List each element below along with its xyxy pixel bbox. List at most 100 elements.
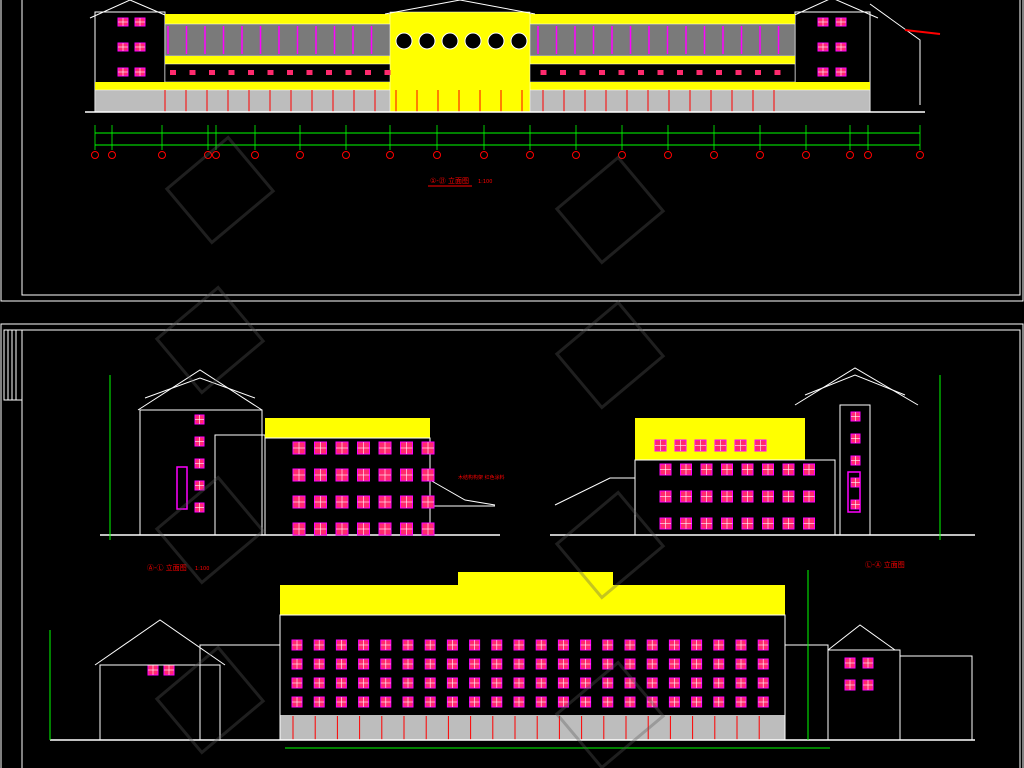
center-round-windows	[395, 32, 528, 50]
axis-bubble	[572, 151, 580, 159]
red-leader	[904, 29, 941, 35]
sheet-1-magenta-pillars	[167, 26, 780, 54]
small-window	[287, 70, 293, 75]
small-window	[774, 70, 781, 75]
small-window	[716, 70, 722, 75]
round-window	[464, 32, 482, 50]
axis-bubble	[342, 151, 350, 159]
small-window	[540, 70, 547, 75]
small-window	[228, 70, 235, 75]
dim-ticks	[94, 125, 921, 150]
round-window	[418, 32, 436, 50]
watermark-glyph	[164, 135, 276, 245]
rear-left-house-roof	[94, 619, 226, 666]
left-side-gable	[137, 369, 263, 411]
small-window	[599, 70, 605, 75]
sheet-2-title-left: Ⓐ-Ⓛ 立面图	[147, 563, 187, 572]
right-side-door	[847, 471, 861, 513]
small-window	[677, 70, 683, 75]
center-block	[389, 11, 531, 113]
far-right-gable	[869, 3, 921, 105]
watermark-glyph	[154, 645, 266, 755]
axis-bubble	[756, 151, 764, 159]
sheet-1-scale: 1:100	[478, 179, 492, 185]
small-window	[209, 70, 215, 75]
round-window	[487, 32, 505, 50]
center-gable	[384, 0, 536, 15]
small-window	[306, 70, 313, 75]
watermark-glyph	[554, 300, 666, 410]
axis-bubble	[864, 151, 872, 159]
sheet-1-outer-frame	[0, 0, 1024, 302]
small-window	[248, 70, 254, 75]
rear-center-roof	[458, 572, 613, 587]
title-block-strip	[3, 329, 23, 401]
axis-bubble	[204, 151, 212, 159]
small-window	[345, 70, 352, 75]
rear-roof-band	[280, 585, 785, 615]
small-window	[735, 70, 742, 75]
axis-bubble	[212, 151, 220, 159]
right-tower-roof	[787, 0, 879, 19]
small-window	[560, 70, 566, 75]
small-window	[365, 70, 371, 75]
sheet-2-title-right: Ⓛ-Ⓐ 立面图	[865, 560, 905, 569]
axis-bubble	[296, 151, 304, 159]
rear-windows	[147, 639, 874, 740]
watermark-glyph	[554, 155, 666, 265]
left-side-elevation	[100, 369, 500, 540]
axis-bubble	[916, 151, 924, 159]
sheet-1-storefront-panels	[164, 90, 775, 112]
small-window	[638, 70, 644, 75]
small-window	[267, 70, 274, 75]
sheet-1-dimensions	[91, 125, 924, 159]
watermark-logo-icon	[154, 135, 666, 768]
rear-storefront	[280, 715, 785, 740]
axis-bubble	[710, 151, 718, 159]
small-window	[170, 70, 176, 75]
axis-bubble	[846, 151, 854, 159]
small-window	[326, 70, 332, 75]
rear-elevation	[49, 570, 975, 749]
axis-bubble	[158, 151, 166, 159]
sheet-1: ①-㉑ 立面图 1:100	[0, 0, 1024, 302]
sheet-1-title: ①-㉑ 立面图	[430, 176, 469, 185]
right-side-tower	[839, 404, 871, 536]
left-side-door	[176, 466, 188, 510]
sheet-2-scale-left: 1:100	[195, 566, 209, 572]
watermark-glyph	[554, 490, 666, 600]
axis-bubble	[526, 151, 534, 159]
rear-right-house-roof	[827, 624, 896, 651]
sheet-1-windows	[117, 17, 847, 77]
axis-bubble	[386, 151, 394, 159]
sheet-1-inner-frame	[21, 0, 1021, 296]
axis-bubble	[91, 151, 99, 159]
axis-bubble	[480, 151, 488, 159]
axis-bubble	[433, 151, 441, 159]
small-window	[755, 70, 761, 75]
left-side-windows	[194, 414, 435, 536]
small-window	[384, 70, 391, 75]
watermark-glyph	[154, 475, 266, 585]
axis-bubble	[618, 151, 626, 159]
small-window	[579, 70, 586, 75]
small-window	[696, 70, 703, 75]
sheet-2-inner-frame	[21, 329, 1021, 768]
round-window	[395, 32, 413, 50]
axis-bubble	[802, 151, 810, 159]
axis-markers	[91, 151, 924, 159]
watermark-glyph	[554, 660, 666, 768]
right-side-windows	[654, 411, 861, 530]
left-side-yellow-roof	[265, 418, 430, 438]
sheet-2-annotation: 木结构构架 红色涂料	[458, 474, 505, 481]
left-tower-roof	[89, 0, 173, 19]
axis-bubble	[108, 151, 116, 159]
right-side-gable	[794, 367, 919, 406]
sheet-2-outer-frame	[0, 323, 1024, 768]
small-window	[618, 70, 625, 75]
sheet-2: Ⓐ-Ⓛ 立面图 1:100 Ⓛ-Ⓐ 立面图 木结构构架 红色涂料	[0, 323, 1024, 768]
axis-bubble	[664, 151, 672, 159]
round-window	[441, 32, 459, 50]
left-side-tower	[139, 409, 263, 536]
round-window	[510, 32, 528, 50]
